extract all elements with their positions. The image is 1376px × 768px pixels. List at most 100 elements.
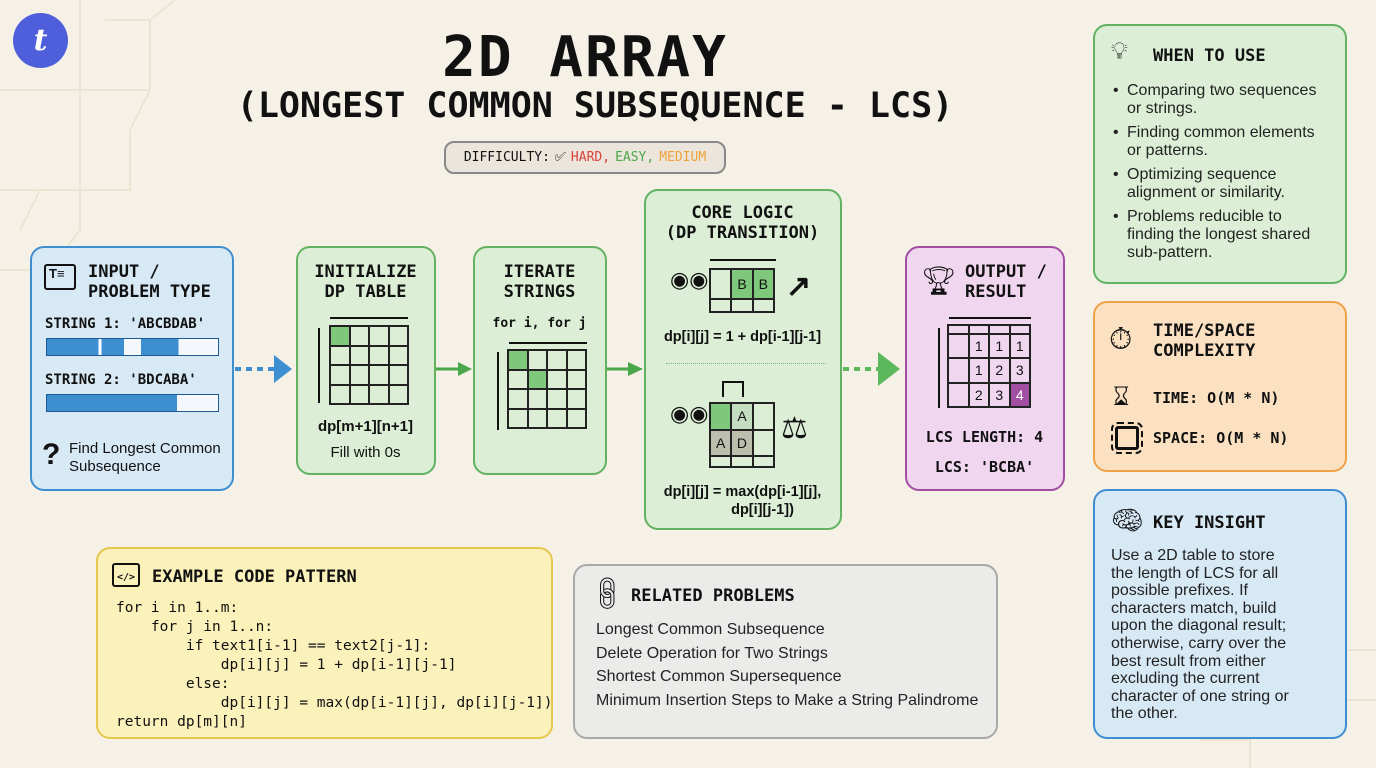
grid-cell [710, 456, 732, 467]
loop-arrow-icon [722, 381, 744, 397]
down-arrow-icon [938, 328, 940, 408]
chip-icon [1111, 422, 1143, 454]
page-title: 2D ARRAY [442, 25, 728, 90]
when-item-line: sub-pattern. [1127, 244, 1213, 261]
divider [666, 363, 826, 364]
when-title: WHEN TO USE [1153, 46, 1266, 66]
difficulty-easy: EASY, [615, 150, 655, 165]
difficulty-medium: MEDIUM [659, 150, 707, 165]
insight-line: otherwise, carry over the [1111, 634, 1287, 652]
grid-cell [948, 325, 969, 334]
mismatch-formula: dp[i][j] = max(dp[i-1][j], [663, 484, 822, 500]
grid-cell: 1 [968, 358, 989, 383]
grid-cell: B [752, 269, 774, 299]
time-complexity: TIME: O(M * N) [1153, 389, 1280, 407]
brain-icon: 🧠︎ [1111, 505, 1145, 535]
iterate-title-2: STRINGS [503, 282, 576, 302]
code-line: for j in 1..n: [116, 619, 274, 635]
when-item-line: finding the longest shared [1127, 226, 1311, 243]
code-block: for i in 1..m: for j in 1..n: if text1[i… [116, 599, 553, 732]
input-title: INPUT / [88, 262, 160, 282]
lcs-value: LCS: 'BCBA' [934, 458, 1035, 476]
related-item[interactable]: Shortest Common Supersequence [596, 668, 842, 685]
related-item[interactable]: Longest Common Subsequence [596, 621, 825, 638]
right-arrow-icon [949, 317, 1031, 319]
related-item[interactable]: Delete Operation for Two Strings [596, 644, 828, 662]
grid-cell [948, 382, 969, 407]
insight-line: upon the diagonal result; [1111, 617, 1287, 635]
arrow-head [458, 362, 472, 376]
grid-cell: 1 [1009, 333, 1030, 358]
right-arrow-icon [330, 317, 408, 319]
page-subtitle: (LONGEST COMMON SUBSEQUENCE - LCS) [236, 86, 954, 126]
when-item-line: alignment or similarity. [1127, 184, 1285, 201]
grid-cell [948, 333, 969, 358]
fill-zeros-text: Fill with 0s [330, 444, 401, 461]
check-circle-icon: ✅︎ [554, 150, 566, 165]
output-title: OUTPUT / [965, 262, 1047, 282]
logo-letter: t [33, 23, 48, 58]
trophy-icon: 🏆︎ [921, 265, 957, 296]
lightbulb-icon: 💡︎ [1111, 38, 1128, 65]
when-item-line: or patterns. [1127, 142, 1208, 159]
arrow-head [274, 355, 292, 383]
logo[interactable]: t [13, 13, 68, 68]
mismatch-formula-2: dp[i][j-1]) [731, 502, 794, 518]
grid-cell: 1 [989, 333, 1010, 358]
right-arrow-icon [710, 259, 776, 261]
code-line: else: [116, 676, 230, 692]
grid-cell: 4 [1009, 382, 1030, 407]
code-card: </> EXAMPLE CODE PATTERN for i in 1..m: … [96, 547, 553, 739]
difficulty-label: DIFFICULTY: [463, 150, 550, 165]
code-title: EXAMPLE CODE PATTERN [152, 567, 357, 587]
related-title: RELATED PROBLEMS [631, 586, 795, 606]
grid-cell [752, 403, 774, 430]
code-line: if text1[i-1] == text2[j-1]: [116, 638, 431, 654]
when-item-line: Optimizing sequence [1127, 166, 1277, 183]
complexity-title-2: COMPLEXITY [1153, 341, 1256, 361]
when-item-line: Finding common elements [1127, 124, 1315, 141]
input-window-icon: T≡ [44, 264, 76, 290]
grid-cell: 1 [968, 333, 989, 358]
grid-cell: A [731, 403, 753, 430]
when-to-use-card: 💡︎ WHEN TO USE Comparing two sequencesor… [1093, 24, 1347, 284]
string-1-label: STRING 1: 'ABCBDAB' [45, 316, 206, 332]
grid-cell [1009, 325, 1030, 334]
link-icon: 🔗︎ [584, 570, 630, 616]
grid-cell: A [710, 429, 732, 457]
grid-cell [710, 298, 732, 312]
insight-line: characters match, build [1111, 599, 1277, 617]
complexity-title: TIME/SPACE [1153, 321, 1256, 341]
difficulty-badge: DIFFICULTY: ✅︎ HARD, EASY, MEDIUM [444, 141, 726, 174]
core-title: CORE LOGIC [691, 203, 794, 223]
hourglass-icon: ⌛︎ [1113, 381, 1130, 411]
arrow-head [628, 362, 643, 376]
grid-cell: D [731, 429, 753, 457]
output-title-2: RESULT [965, 282, 1027, 302]
insight-line: possible prefixes. If [1111, 582, 1248, 600]
related-item[interactable]: Minimum Insertion Steps to Make a String… [596, 691, 979, 709]
insight-line: Use a 2D table to store [1111, 547, 1275, 564]
iterate-title: ITERATE [503, 262, 576, 282]
input-card: T≡ INPUT /PROBLEM TYPE STRING 1: 'ABCBDA… [30, 246, 234, 491]
insight-line: the length of LCS for all [1111, 564, 1279, 582]
grid-cell [752, 429, 774, 457]
code-line: dp[i][j] = 1 + dp[i-1][j-1] [116, 657, 457, 673]
init-title: INITIALIZE [314, 262, 417, 282]
arrow-head [878, 352, 900, 386]
grid-cell: B [731, 269, 753, 299]
grid-cell [710, 269, 732, 299]
insight-line: excluding the current [1111, 670, 1260, 688]
